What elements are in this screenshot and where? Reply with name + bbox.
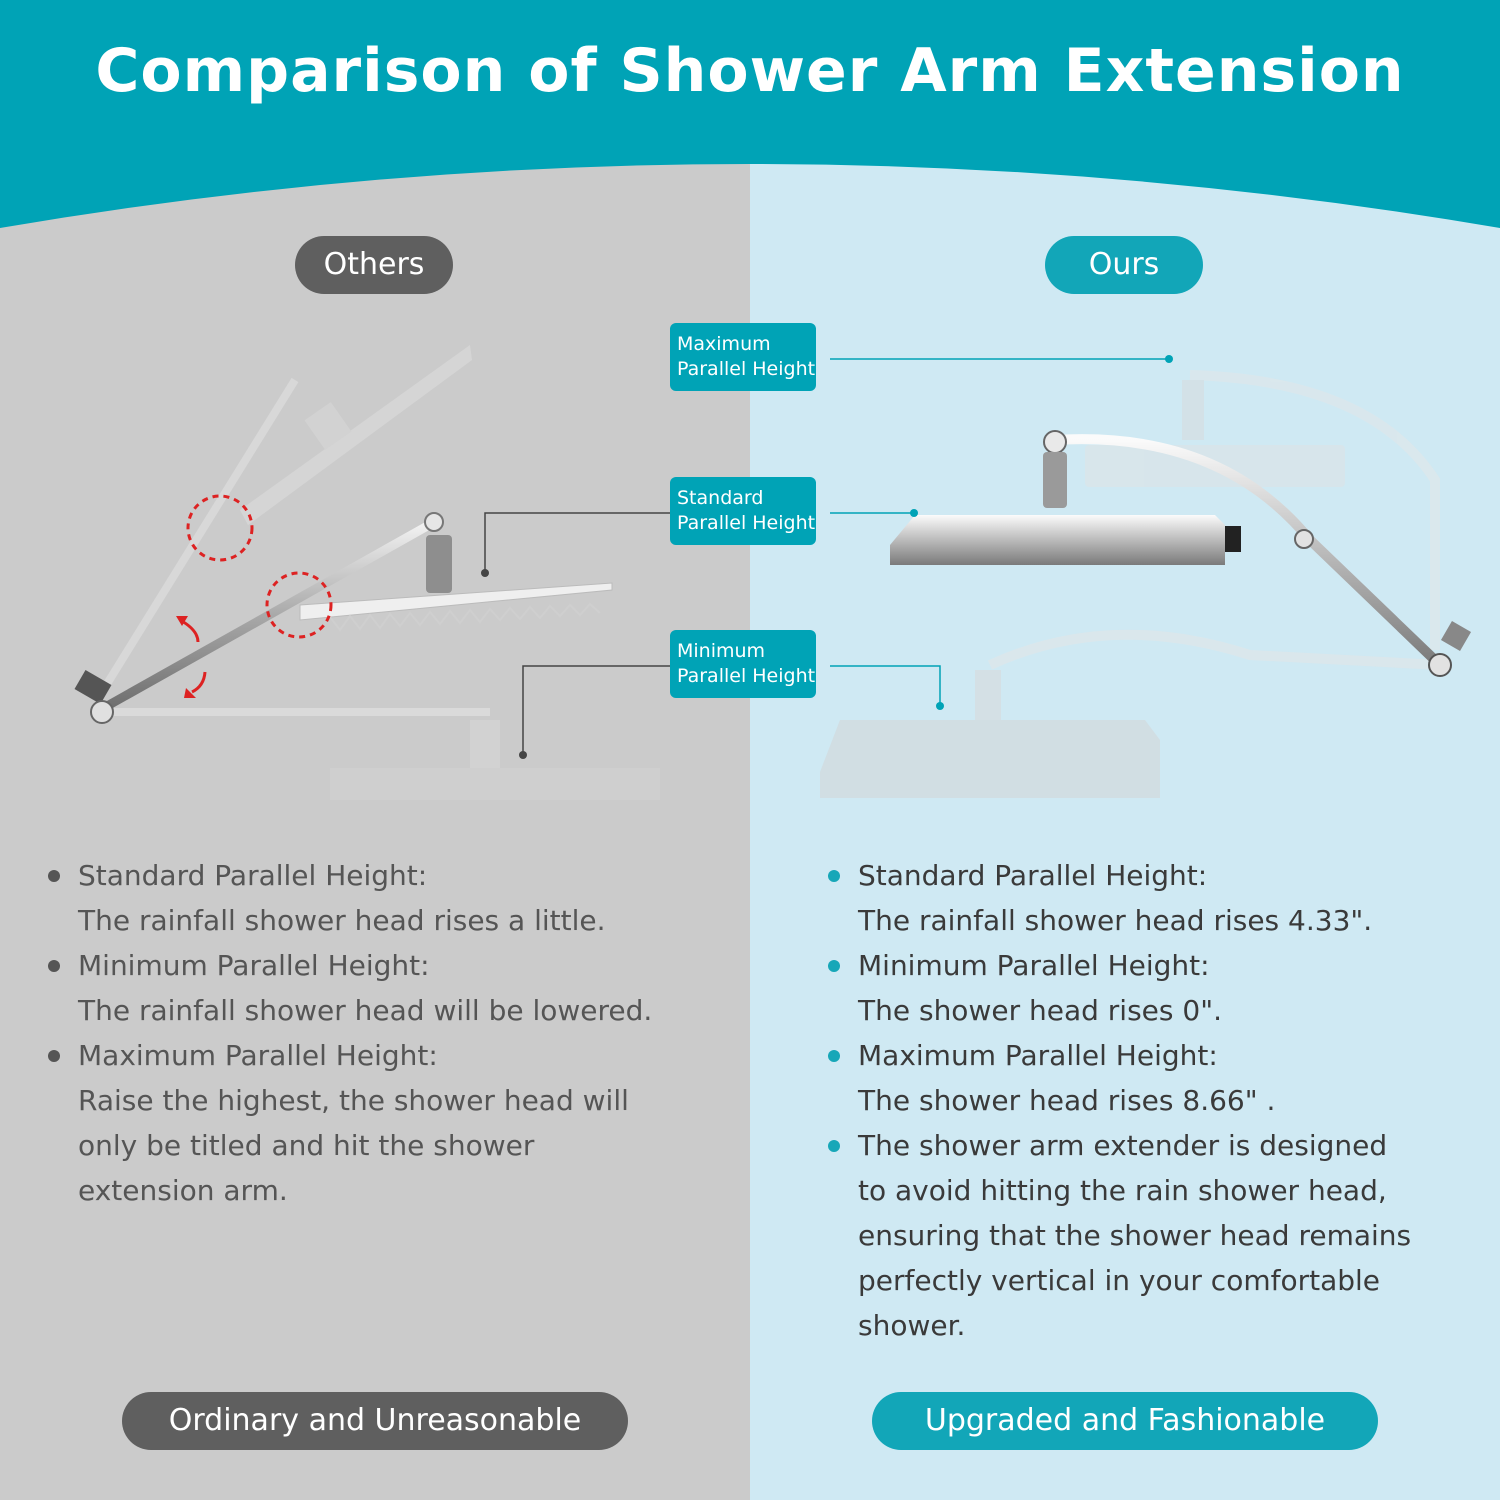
callout-minimum-line2: Parallel Height — [677, 665, 816, 687]
bullet-dot — [828, 1140, 840, 1152]
header-banner — [0, 0, 1500, 228]
faded-min-position — [820, 629, 1441, 798]
bullet-line: The shower head rises 8.66" . — [858, 1084, 1276, 1117]
callout-minimum-parallel-height: Minimum Parallel Height — [670, 630, 816, 698]
bullet-line: to avoid hitting the rain shower head, — [858, 1174, 1387, 1207]
ours-verdict-badge: Upgraded and Fashionable — [872, 1392, 1378, 1450]
right-panel — [750, 150, 1500, 1500]
list-item: Minimum Parallel Height: The rainfall sh… — [48, 943, 738, 1033]
ours-shower-illustration — [820, 355, 1472, 798]
list-item: Maximum Parallel Height: Raise the highe… — [48, 1033, 738, 1213]
list-item: Standard Parallel Height: The rainfall s… — [828, 853, 1488, 943]
callout-standard-line1: Standard — [677, 487, 764, 509]
list-item: Maximum Parallel Height: The shower head… — [828, 1033, 1488, 1123]
callout-maximum-line2: Parallel Height — [677, 358, 816, 380]
callout-minimum-line1: Minimum — [677, 640, 766, 662]
callout-standard-parallel-height: Standard Parallel Height — [670, 477, 816, 545]
list-item: The shower arm extender is designed to a… — [828, 1123, 1488, 1348]
bullet-dot — [828, 870, 840, 882]
faded-min-head — [102, 708, 660, 800]
bullet-dot — [48, 960, 60, 972]
faded-max-head — [98, 345, 472, 695]
bullet-line: perfectly vertical in your comfortable — [858, 1264, 1381, 1297]
bullet-title: Standard Parallel Height: — [78, 859, 428, 892]
bullet-title: Minimum Parallel Height: — [78, 949, 430, 982]
bullet-dot — [48, 870, 60, 882]
others-feature-list: Standard Parallel Height: The rainfall s… — [48, 853, 738, 1213]
left-panel — [0, 150, 750, 1500]
bullet-dot — [48, 1050, 60, 1062]
bullet-title: Standard Parallel Height: — [858, 859, 1208, 892]
bullet-line: The rainfall shower head rises 4.33". — [858, 904, 1373, 937]
callout-standard-line2: Parallel Height — [677, 512, 816, 534]
standard-position — [890, 430, 1472, 677]
bullet-line: Raise the highest, the shower head will — [78, 1084, 629, 1117]
bullet-line: shower. — [858, 1309, 966, 1342]
bullet-title: Minimum Parallel Height: — [858, 949, 1210, 982]
bullet-dot — [828, 960, 840, 972]
bullet-line: The rainfall shower head will be lowered… — [78, 994, 653, 1027]
bullet-line: only be titled and hit the shower — [78, 1129, 535, 1162]
bullet-line: The shower head rises 0". — [858, 994, 1222, 1027]
page-title: Comparison of Shower Arm Extension — [95, 36, 1405, 106]
others-label: Others — [295, 236, 453, 294]
ours-label: Ours — [1045, 236, 1203, 294]
bullet-title: Maximum Parallel Height: — [78, 1039, 438, 1072]
bullet-title: The shower arm extender is designed — [858, 1129, 1388, 1162]
bullet-line: ensuring that the shower head remains — [858, 1219, 1412, 1252]
list-item: Minimum Parallel Height: The shower head… — [828, 943, 1488, 1033]
ours-feature-list: Standard Parallel Height: The rainfall s… — [828, 853, 1488, 1348]
callout-maximum-parallel-height: Maximum Parallel Height — [670, 323, 816, 391]
bullet-dot — [828, 1050, 840, 1062]
others-verdict-badge: Ordinary and Unreasonable — [122, 1392, 628, 1450]
callout-maximum-line1: Maximum — [677, 333, 771, 355]
bullet-title: Maximum Parallel Height: — [858, 1039, 1218, 1072]
others-shower-illustration — [74, 345, 670, 800]
bullet-line: extension arm. — [78, 1174, 288, 1207]
standard-arm — [95, 512, 613, 715]
bullet-line: The rainfall shower head rises a little. — [78, 904, 606, 937]
list-item: Standard Parallel Height: The rainfall s… — [48, 853, 738, 943]
